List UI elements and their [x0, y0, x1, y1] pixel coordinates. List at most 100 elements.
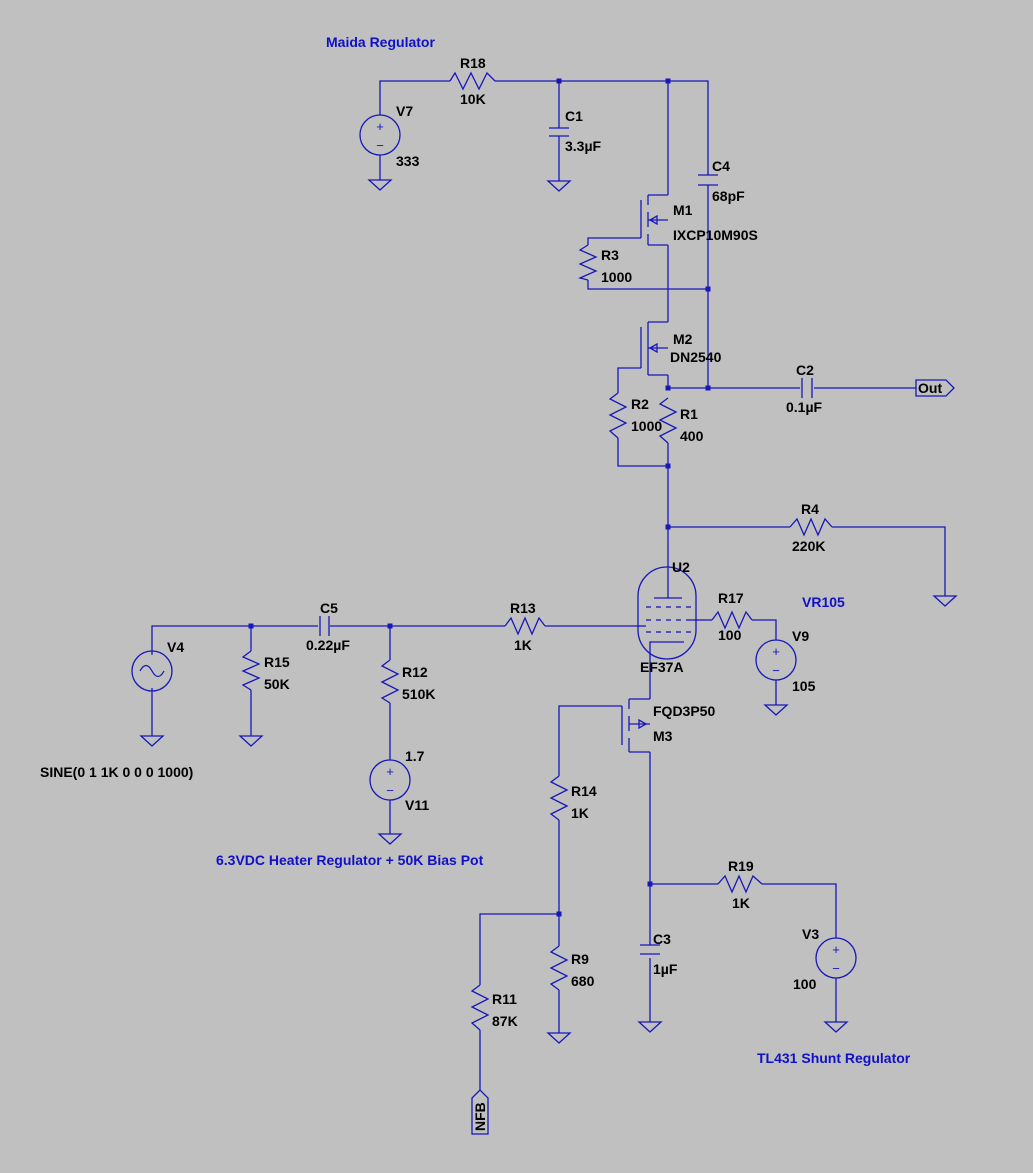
ground-icon — [932, 595, 958, 607]
R1-value: 400 — [680, 428, 704, 444]
ground-icon — [763, 704, 789, 716]
resistor-R19[interactable]: R19 1K — [717, 858, 763, 911]
C5-value: 0.22µF — [306, 637, 350, 653]
R15-name: R15 — [264, 654, 290, 670]
resistor-R3[interactable]: R3 1000 — [577, 244, 632, 285]
V9-name: V9 — [792, 628, 809, 644]
R11-name: R11 — [492, 991, 517, 1007]
C5-name: C5 — [320, 600, 338, 616]
R13-name: R13 — [510, 600, 536, 616]
C1-name: C1 — [565, 108, 583, 124]
resistor-R13[interactable]: R13 1K — [504, 600, 546, 653]
capacitor-C2[interactable]: C2 0.1µF — [786, 362, 823, 415]
V11-value: 1.7 — [405, 748, 425, 764]
resistor-R9[interactable]: R9 680 — [549, 945, 595, 991]
capacitor-C5[interactable]: C5 0.22µF — [306, 600, 350, 653]
comment-tl431: TL431 Shunt Regulator — [757, 1050, 911, 1066]
resistor-R2[interactable]: R2 1000 — [608, 392, 662, 439]
capacitor-C4[interactable]: C4 68pF — [698, 158, 745, 204]
R19-name: R19 — [728, 858, 754, 874]
voltage-source-V7[interactable]: + − V7 333 — [359, 103, 420, 169]
ground-icon — [546, 180, 572, 192]
mosfet-M3[interactable]: FQD3P50 M3 — [621, 698, 715, 753]
port-out[interactable]: Out — [915, 379, 955, 397]
R1-name: R1 — [680, 406, 698, 422]
ground-icon — [637, 1021, 663, 1033]
resistor-R14[interactable]: R14 1K — [549, 775, 597, 821]
comments: Maida Regulator VR105 6.3VDC Heater Regu… — [216, 34, 911, 1066]
svg-text:−: − — [376, 138, 384, 153]
R12-name: R12 — [402, 664, 428, 680]
C1-value: 3.3µF — [565, 138, 602, 154]
R4-value: 220K — [792, 538, 825, 554]
comment-maida-regulator: Maida Regulator — [326, 34, 435, 50]
ground-icon — [139, 735, 165, 747]
C4-value: 68pF — [712, 188, 745, 204]
voltage-source-V3[interactable]: + − V3 100 — [793, 926, 857, 992]
M2-value: DN2540 — [670, 349, 722, 365]
voltage-source-V11[interactable]: + − 1.7 V11 — [369, 748, 429, 813]
svg-text:+: + — [832, 942, 840, 957]
M3-value: FQD3P50 — [653, 703, 715, 719]
V7-name: V7 — [396, 103, 413, 119]
R3-value: 1000 — [601, 269, 632, 285]
M3-name: M3 — [653, 728, 673, 744]
V3-value: 100 — [793, 976, 817, 992]
mosfet-M2[interactable]: M2 DN2540 — [640, 321, 722, 376]
resistor-R12[interactable]: R12 510K — [380, 659, 435, 704]
R11-value: 87K — [492, 1013, 518, 1029]
capacitor-C3[interactable]: C3 1µF — [640, 931, 678, 977]
resistor-R4[interactable]: R4 220K — [789, 501, 833, 554]
C2-name: C2 — [796, 362, 814, 378]
U2-value: EF37A — [640, 659, 684, 675]
C2-value: 0.1µF — [786, 399, 823, 415]
capacitor-C1[interactable]: C1 3.3µF — [549, 108, 602, 154]
V11-name: V11 — [405, 797, 429, 813]
R17-name: R17 — [718, 590, 744, 606]
C3-value: 1µF — [653, 961, 678, 977]
resistor-R17[interactable]: R17 100 — [711, 590, 753, 643]
V7-value: 333 — [396, 153, 420, 169]
R17-value: 100 — [718, 627, 742, 643]
R12-value: 510K — [402, 686, 435, 702]
comment-heater-regulator: 6.3VDC Heater Regulator + 50K Bias Pot — [216, 852, 484, 868]
V4-value: SINE(0 1 1K 0 0 0 1000) — [40, 764, 193, 780]
ground-icon — [377, 833, 403, 845]
svg-text:+: + — [772, 644, 780, 659]
V9-value: 105 — [792, 678, 816, 694]
resistor-R11[interactable]: R11 87K — [470, 984, 518, 1031]
resistor-R15[interactable]: R15 50K — [241, 650, 290, 692]
R15-value: 50K — [264, 676, 290, 692]
M1-name: M1 — [673, 202, 693, 218]
comment-vr105: VR105 — [802, 594, 845, 610]
M1-value: IXCP10M90S — [673, 227, 758, 243]
ground-symbols — [139, 179, 958, 1044]
R2-value: 1000 — [631, 418, 662, 434]
R3-name: R3 — [601, 247, 619, 263]
R14-value: 1K — [571, 805, 589, 821]
port-nfb-label: NFB — [472, 1102, 488, 1131]
mosfet-M1[interactable]: M1 IXCP10M90S — [640, 194, 758, 246]
U2-name: U2 — [672, 559, 690, 575]
voltage-source-V9[interactable]: + − V9 105 — [755, 628, 816, 694]
resistor-R18[interactable]: R18 10K — [449, 55, 496, 107]
ground-icon — [546, 1032, 572, 1044]
R14-name: R14 — [571, 783, 597, 799]
R19-value: 1K — [732, 895, 750, 911]
svg-text:+: + — [376, 119, 384, 134]
C4-name: C4 — [712, 158, 730, 174]
ground-icon — [238, 735, 264, 747]
wires — [151, 80, 946, 1090]
svg-text:−: − — [832, 961, 840, 976]
M2-name: M2 — [673, 331, 693, 347]
R9-name: R9 — [571, 951, 589, 967]
resistor-R1[interactable]: R1 400 — [658, 397, 704, 444]
R4-name: R4 — [801, 501, 819, 517]
svg-text:−: − — [386, 783, 394, 798]
R18-value: 10K — [460, 91, 486, 107]
port-out-label: Out — [918, 380, 942, 396]
sine-source-V4[interactable]: V4 SINE(0 1 1K 0 0 0 1000) — [40, 639, 193, 780]
port-nfb[interactable]: NFB — [471, 1089, 489, 1135]
pentode-tube-U2[interactable]: U2 EF37A — [637, 559, 698, 675]
